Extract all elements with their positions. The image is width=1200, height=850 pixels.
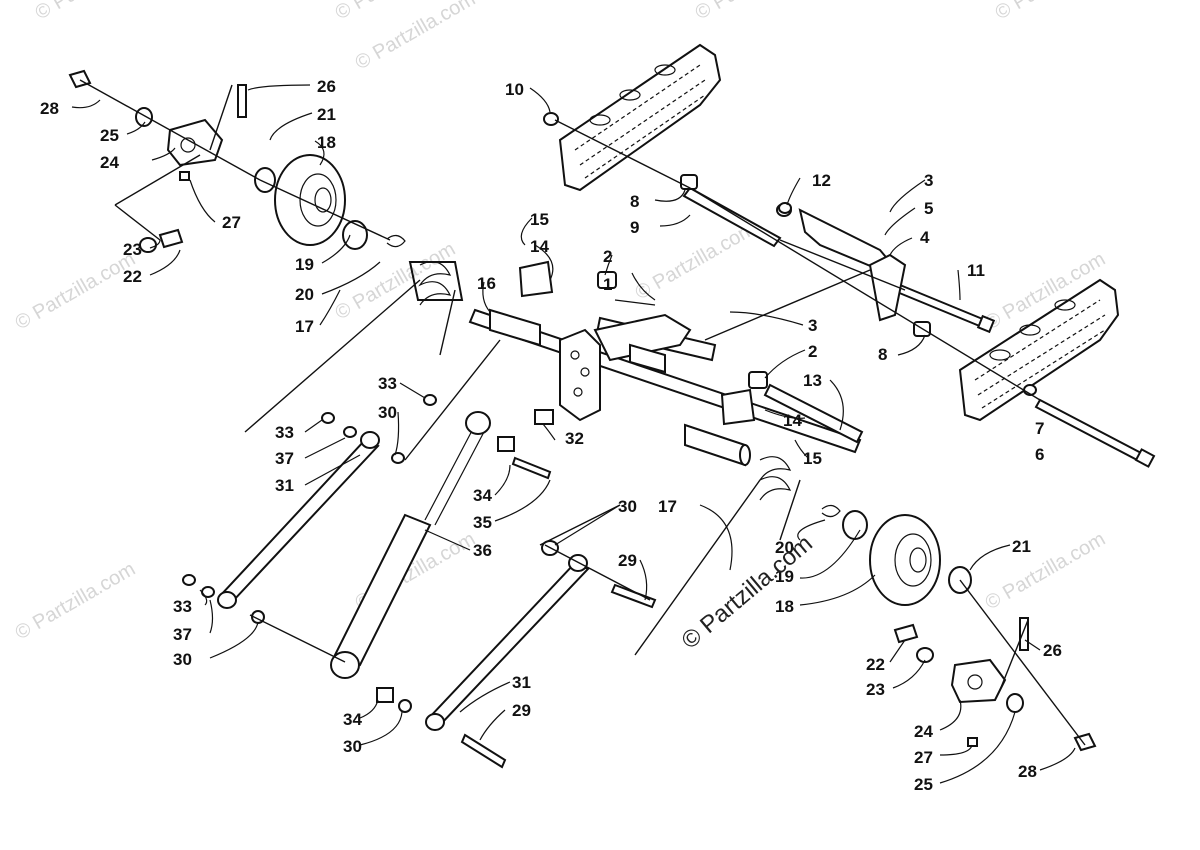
- callout-22b: 22: [866, 655, 885, 674]
- callout-15b: 15: [803, 449, 822, 468]
- callout-20: 20: [295, 285, 314, 304]
- callout-16: 16: [477, 274, 496, 293]
- callout-17b: 17: [658, 497, 677, 516]
- callout-12: 12: [812, 171, 831, 190]
- callout-24b: 24: [914, 722, 933, 741]
- pivot-arm: [489, 308, 751, 467]
- callout-24: 24: [100, 153, 119, 172]
- callout-35: 35: [473, 513, 492, 532]
- callout-11: 11: [967, 261, 985, 280]
- small-hardware: [182, 112, 1037, 769]
- right-idler-wheel: [842, 510, 972, 606]
- callout-20b: 20: [775, 538, 794, 557]
- callout-32: 32: [565, 429, 584, 448]
- callout-13: 13: [803, 371, 822, 390]
- callout-21b: 21: [1012, 537, 1031, 556]
- callout-2b: 2: [808, 342, 817, 361]
- watermark-text: © Partzilla.com: [982, 528, 1110, 614]
- callout-37: 37: [275, 449, 294, 468]
- callout-31b: 31: [512, 673, 531, 692]
- callout-9: 9: [630, 218, 639, 237]
- callout-37b: 37: [173, 625, 192, 644]
- right-slide-rail: [958, 278, 1120, 422]
- main-watermark: © Partzilla.com: [677, 530, 818, 655]
- callout-36: 36: [473, 541, 492, 560]
- callout-33b: 33: [275, 423, 294, 442]
- callout-28b: 28: [1018, 762, 1037, 781]
- callout-23b: 23: [866, 680, 885, 699]
- left-torsion-spring: [244, 261, 464, 433]
- callout-26b: 26: [1043, 641, 1062, 660]
- watermark-text: © Partzilla.com: [992, 0, 1120, 24]
- bracket: [798, 208, 907, 322]
- watermark-text: © Partzilla.com: [32, 0, 160, 24]
- callout-34: 34: [473, 486, 492, 505]
- callout-14: 14: [530, 237, 549, 256]
- callout-19b: 19: [775, 567, 794, 586]
- center-lines: [79, 79, 1086, 746]
- callout-5: 5: [924, 199, 933, 218]
- watermark-text: © Partzilla.com: [12, 558, 140, 644]
- callout-23: 23: [123, 240, 142, 259]
- callout-29: 29: [618, 551, 637, 570]
- callout-8b: 8: [878, 345, 887, 364]
- callout-28: 28: [40, 99, 59, 118]
- callout-29b: 29: [512, 701, 531, 720]
- callout-17: 17: [295, 317, 314, 336]
- left-slide-rail: [558, 43, 722, 192]
- callout-4: 4: [920, 228, 930, 247]
- callout-27: 27: [222, 213, 241, 232]
- callout-21: 21: [317, 105, 336, 124]
- callout-30c: 30: [173, 650, 192, 669]
- left-axle-block: [68, 69, 247, 253]
- right-torsion-spring: [634, 456, 801, 656]
- shock-absorber: [330, 411, 491, 679]
- callout-6: 6: [1035, 445, 1044, 464]
- callout-2: 2: [603, 247, 612, 266]
- leader-lines: [71, 84, 1076, 784]
- callout-18b: 18: [775, 597, 794, 616]
- right-axle-block: [893, 617, 1097, 752]
- callout-26: 26: [317, 77, 336, 96]
- callout-3: 3: [924, 171, 933, 190]
- callout-labels: 28 25 24 26 21 18 27 23 22 19 20 17 10 8…: [40, 77, 1062, 794]
- callout-7: 7: [1035, 419, 1044, 438]
- callout-18: 18: [317, 133, 336, 152]
- callout-33c: 33: [173, 597, 192, 616]
- callout-19: 19: [295, 255, 314, 274]
- callout-25: 25: [100, 126, 119, 145]
- callout-33: 33: [378, 374, 397, 393]
- callout-30d: 30: [343, 737, 362, 756]
- callout-31: 31: [275, 476, 294, 495]
- watermark-text: © Partzilla.com: [692, 0, 820, 24]
- callout-8: 8: [630, 192, 639, 211]
- callout-15: 15: [530, 210, 549, 229]
- callout-3b: 3: [808, 316, 817, 335]
- callout-34b: 34: [343, 710, 362, 729]
- callout-27b: 27: [914, 748, 933, 767]
- watermark-layer: © Partzilla.com © Partzilla.com © Partzill…: [12, 0, 1120, 644]
- watermark-text: © Partzilla.com: [352, 0, 480, 74]
- watermark-text: © Partzilla.com: [12, 248, 140, 334]
- callout-30: 30: [378, 403, 397, 422]
- links: [217, 431, 590, 731]
- callout-1: 1: [603, 275, 612, 294]
- callout-22: 22: [123, 267, 142, 286]
- callout-14b: 14: [783, 411, 802, 430]
- left-idler-wheel: [254, 154, 368, 250]
- callout-25b: 25: [914, 775, 933, 794]
- callout-10: 10: [505, 80, 524, 99]
- watermark-text: © Partzilla.com: [632, 218, 760, 304]
- callout-30b: 30: [618, 497, 637, 516]
